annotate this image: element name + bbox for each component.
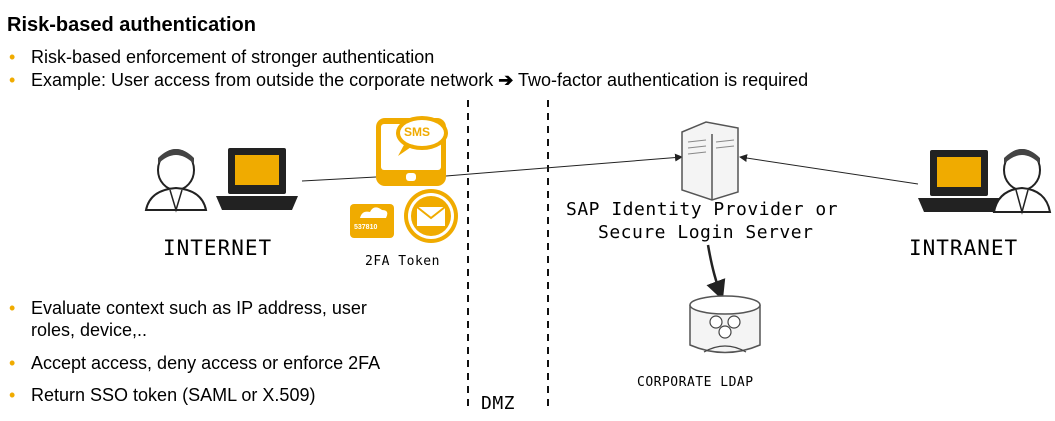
link-intranet-server — [739, 154, 919, 185]
email-circle-icon — [404, 189, 458, 243]
internet-label: INTERNET — [163, 236, 273, 260]
intranet-laptop-icon — [918, 150, 1000, 212]
token-code-label: 537810 — [354, 224, 378, 231]
bullet-evaluate-context: Evaluate context such as IP address, use… — [7, 297, 367, 319]
link-phone-server — [445, 153, 683, 177]
idp-label-line2: Secure Login Server — [598, 222, 814, 243]
link-laptop-phone — [301, 176, 377, 182]
internet-laptop-icon — [216, 148, 298, 210]
bullet-accept-deny: Accept access, deny access or enforce 2F… — [7, 352, 380, 374]
intranet-label: INTRANET — [909, 236, 1019, 260]
link-server-ldap — [706, 244, 726, 301]
ldap-label: CORPORATE LDAP — [637, 375, 754, 390]
sms-label: SMS — [404, 125, 431, 139]
bullet-example: Example: User access from outside the co… — [7, 69, 808, 91]
bullet-example-suffix: Two-factor authentication is required — [518, 70, 809, 90]
token-label: 2FA Token — [365, 254, 440, 269]
ldap-database-icon — [689, 295, 761, 354]
dmz-label: DMZ — [481, 393, 516, 414]
idp-label-line1: SAP Identity Provider or — [566, 199, 839, 220]
server-icon — [681, 121, 739, 201]
bullet-evaluate-context-cont: roles, device,.. — [31, 320, 148, 340]
internet-user-icon — [144, 149, 208, 213]
arrow-right-icon: ➔ — [498, 70, 514, 90]
bullet-return-sso: Return SSO token (SAML or X.509) — [7, 384, 315, 406]
phone-sms-icon — [376, 116, 448, 186]
bullet-risk-enforcement: Risk-based enforcement of stronger authe… — [7, 46, 434, 68]
slide-title: Risk-based authentication — [7, 14, 256, 36]
intranet-user-icon — [992, 149, 1052, 215]
bullet-example-text: Example: User access from outside the co… — [31, 70, 494, 90]
token-device-icon — [350, 204, 394, 238]
